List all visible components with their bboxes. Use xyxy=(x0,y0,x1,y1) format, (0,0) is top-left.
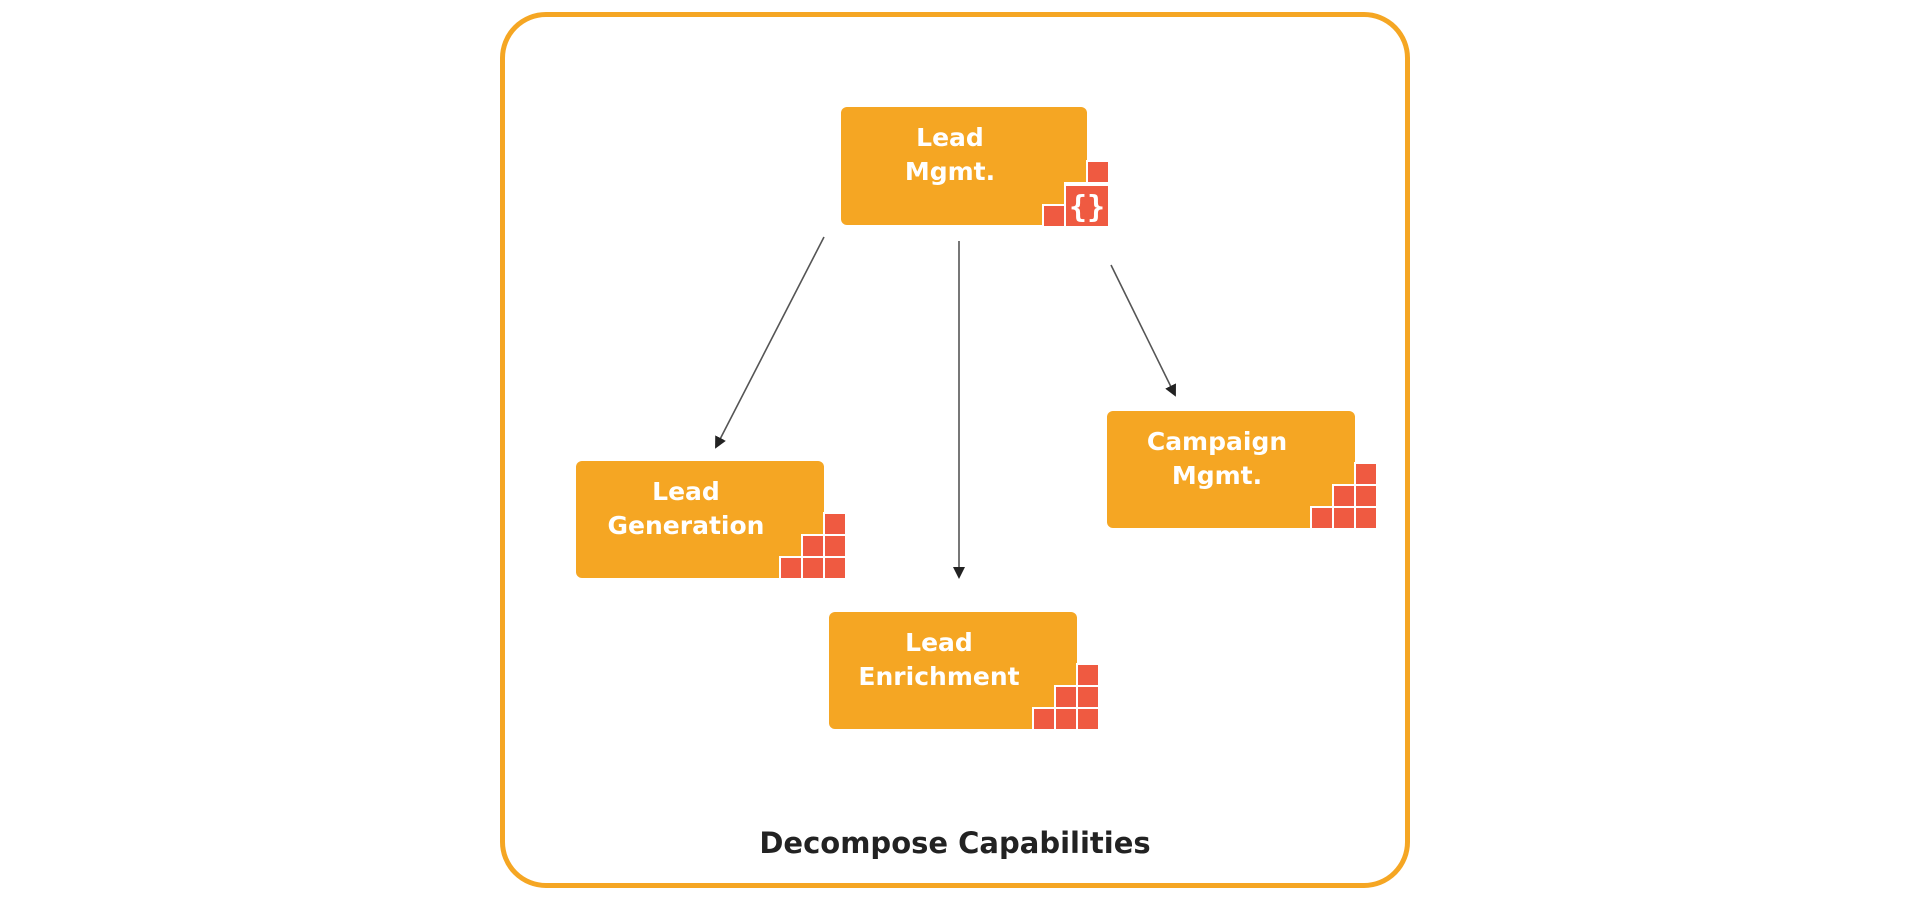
node-lead-mgmt-label: Lead Mgmt. xyxy=(904,123,996,186)
edge-lead-mgmt-to-lead-generation xyxy=(715,236,825,449)
node-lead-generation-label: Lead Generation xyxy=(607,476,765,540)
node-campaign-mgmt-label: Campaign Mgmt. xyxy=(1146,426,1288,490)
edges xyxy=(715,236,1176,579)
node-lead-enrichment: Lead Enrichment xyxy=(829,612,1077,729)
svg-text:{}: {} xyxy=(1069,190,1105,225)
api-blocks-icon: {} xyxy=(1042,160,1110,228)
diagram-frame xyxy=(500,12,1410,888)
stacked-blocks-icon xyxy=(779,512,847,580)
edge-lead-mgmt-to-campaign-mgmt xyxy=(1110,264,1176,397)
diagram-caption: Decompose Capabilities xyxy=(759,826,1151,860)
stacked-blocks-icon xyxy=(1310,462,1378,530)
stacked-blocks-icon xyxy=(1032,663,1100,731)
node-lead-enrichment-label: Lead Enrichment xyxy=(858,627,1020,691)
